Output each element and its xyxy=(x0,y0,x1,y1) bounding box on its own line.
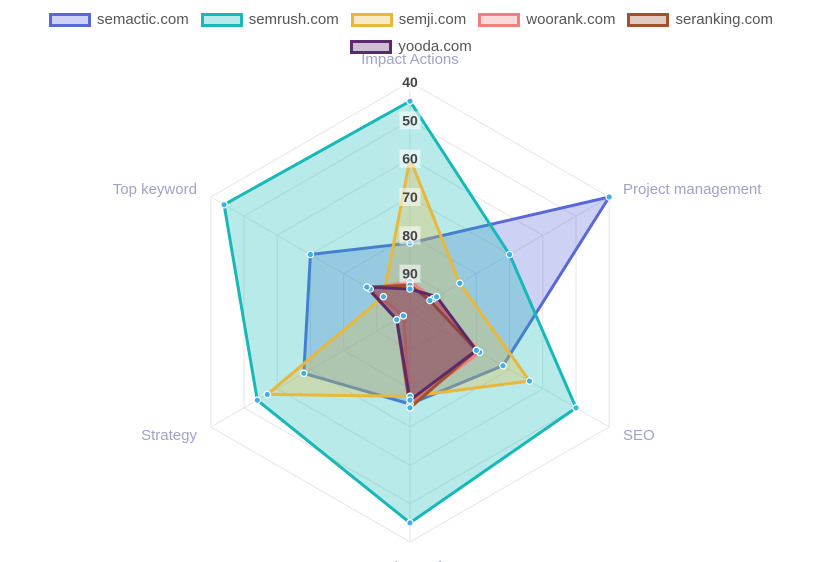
legend-label-semrush: semrush.com xyxy=(248,11,339,28)
legend-label-yooda: yooda.com xyxy=(398,38,472,55)
data-point-semrush-com-strategy xyxy=(253,396,262,404)
legend-item-semactic[interactable]: semactic.com xyxy=(49,6,189,33)
legend-row-1: semactic.com semrush.com semji.com woora… xyxy=(0,6,822,33)
tick-label-70: 70 xyxy=(402,189,418,205)
tick-label-40: 40 xyxy=(402,74,418,90)
legend-swatch-woorank xyxy=(478,12,521,27)
data-point-yooda-com-top-keyword xyxy=(363,283,371,291)
legend-swatch-semrush xyxy=(200,12,243,27)
legend-label-semji: semji.com xyxy=(398,11,467,28)
tick-backdrop-60 xyxy=(399,149,421,168)
data-point-semactic-com-top-keyword xyxy=(306,250,315,259)
legend-item-semji[interactable]: semji.com xyxy=(350,6,467,33)
legend-swatch-seranking xyxy=(627,12,670,27)
tick-label-60: 60 xyxy=(402,151,418,167)
axis-label-top-keyword: Top keyword xyxy=(113,181,197,198)
axis-label-project-management: Project management xyxy=(623,181,762,198)
data-point-yooda-com-strategy xyxy=(392,315,401,324)
tick-backdrop-40 xyxy=(399,73,421,91)
data-point-yooda-com-impact-actions xyxy=(406,285,414,293)
data-point-semji-com-strategy xyxy=(263,390,272,399)
legend-swatch-semactic xyxy=(49,12,91,27)
legend-swatch-semji xyxy=(350,12,393,27)
legend-item-woorank[interactable]: woorank.com xyxy=(478,6,615,33)
legend-label-semactic: semactic.com xyxy=(97,11,189,28)
data-point-semrush-com-seo-tools-softwares xyxy=(406,519,414,527)
axis-label-impact-actions: Impact Actions xyxy=(361,51,459,68)
tick-label-90: 90 xyxy=(402,266,418,282)
data-point-yooda-com-seo xyxy=(472,346,481,355)
grid-spoke-strategy xyxy=(210,311,411,428)
legend-row-2: yooda.com xyxy=(0,33,822,60)
data-point-semji-com-project-management xyxy=(455,279,464,288)
axis-label-strategy: Strategy xyxy=(141,427,197,444)
data-point-woorank-com-strategy xyxy=(399,312,408,320)
legend-label-seranking: seranking.com xyxy=(675,11,773,28)
legend-label-woorank: woorank.com xyxy=(526,11,616,28)
legend-item-semrush[interactable]: semrush.com xyxy=(200,6,339,33)
data-point-semactic-com-strategy xyxy=(299,369,308,378)
data-point-seranking-com-seo-tools-softwares xyxy=(406,404,414,412)
data-point-semji-com-seo xyxy=(525,377,534,385)
tick-label-50: 50 xyxy=(402,112,418,128)
tick-label-80: 80 xyxy=(402,227,418,243)
legend-swatch-yooda xyxy=(350,39,393,54)
tick-backdrop-50 xyxy=(399,111,421,130)
data-point-semactic-com-seo xyxy=(499,361,507,370)
data-point-semrush-com-project-management xyxy=(505,250,514,259)
axis-label-seo-tools-softwares: SEO Tools - Softwares xyxy=(335,559,486,562)
data-point-semji-com-top-keyword xyxy=(379,292,388,301)
data-point-semrush-com-top-keyword xyxy=(220,200,228,209)
data-point-yooda-com-seo-tools-softwares xyxy=(406,396,414,404)
tick-backdrop-70 xyxy=(399,188,421,206)
data-point-seranking-com-project-management xyxy=(426,296,434,305)
legend-item-yooda[interactable]: yooda.com xyxy=(350,33,472,60)
legend-item-seranking[interactable]: seranking.com xyxy=(627,6,773,33)
data-point-yooda-com-project-management xyxy=(432,292,441,301)
data-point-semrush-com-seo xyxy=(572,404,580,412)
tick-backdrop-80 xyxy=(399,226,421,245)
legend: semactic.com semrush.com semji.com woora… xyxy=(0,6,822,60)
data-point-semactic-com-project-management xyxy=(605,193,613,201)
tick-backdrop-90 xyxy=(399,264,421,283)
data-point-semrush-com-impact-actions xyxy=(406,97,414,105)
axis-label-seo: SEO xyxy=(623,427,655,444)
